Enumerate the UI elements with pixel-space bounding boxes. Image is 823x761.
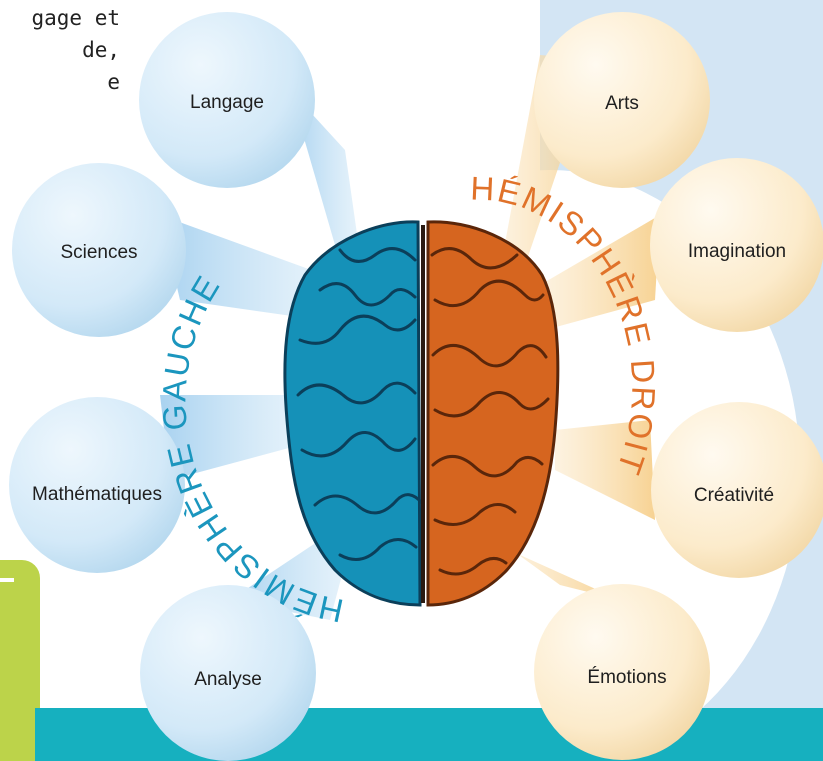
brain-illustration xyxy=(283,220,560,607)
bubble-label-sciences: Sciences xyxy=(60,242,137,263)
bubble-analyse: Analyse xyxy=(140,585,316,761)
right-folds xyxy=(430,247,550,576)
left-bubbles: Langage Sciences Mathématiques Analyse xyxy=(9,12,316,761)
bubble-emotions: Émotions xyxy=(534,584,710,760)
beam-sciences xyxy=(160,215,325,320)
intro-text-fragment: gage et de, e xyxy=(0,2,120,98)
left-folds xyxy=(296,247,424,561)
beam-creativite xyxy=(555,420,655,520)
intro-line-3: e xyxy=(107,70,120,94)
tab-notch xyxy=(0,578,14,582)
bubble-mathematiques: Mathématiques xyxy=(9,397,185,573)
bubble-imagination: Imagination xyxy=(650,158,823,332)
bubble-langage: Langage xyxy=(139,12,315,188)
right-bubbles: Arts Imagination Créativité Émotions xyxy=(534,12,823,760)
intro-line-1: gage et xyxy=(31,6,120,30)
green-side-tab xyxy=(0,560,40,761)
bubble-arts: Arts xyxy=(534,12,710,188)
intro-line-2: de, xyxy=(82,38,120,62)
left-hemisphere xyxy=(283,220,422,607)
right-hemisphere xyxy=(426,220,560,607)
bubble-sciences: Sciences xyxy=(12,163,186,337)
beam-mathematiques xyxy=(160,395,305,480)
bubble-label-analyse: Analyse xyxy=(194,669,262,690)
bubble-label-arts: Arts xyxy=(605,93,639,114)
bubble-label-langage: Langage xyxy=(190,92,264,113)
bubble-creativite: Créativité xyxy=(651,402,823,578)
bubble-label-creativite: Créativité xyxy=(694,485,774,506)
bubble-label-mathematiques: Mathématiques xyxy=(32,484,162,505)
bubble-label-imagination: Imagination xyxy=(688,241,786,262)
bubble-label-emotions: Émotions xyxy=(587,667,666,688)
beam-imagination xyxy=(540,215,660,330)
